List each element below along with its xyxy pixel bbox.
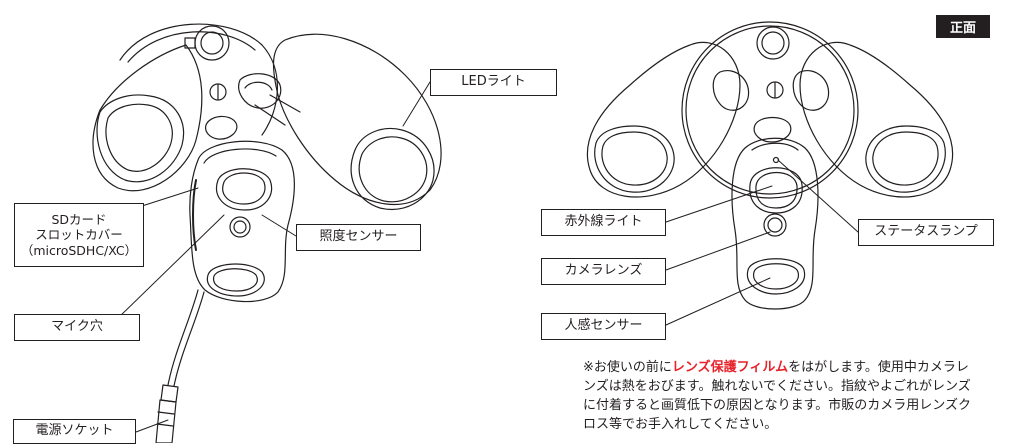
ir-light-label: 赤外線ライト: [541, 209, 666, 236]
note-line-2: ンズは熱をおびます。触れないでください。指紋やよごれがレンズ: [583, 379, 971, 394]
sd-card-cover-label: SDカード スロットカバー （microSDHC/XC）: [14, 203, 144, 267]
light-sensor-label: 照度センサー: [296, 224, 421, 251]
status-lamp-label: ステータスランプ: [858, 219, 994, 246]
mic-hole-label: マイク穴: [14, 314, 140, 341]
power-socket-label: 電源ソケット: [13, 419, 136, 444]
motion-sensor-label: 人感センサー: [541, 313, 666, 340]
note-line-4: ロス等でお手入れしてください。: [583, 417, 778, 432]
sd-label-line3: （microSDHC/XC）: [20, 242, 138, 258]
note-line-3: に付着すると画質低下の原因となります。市販のカメラ用レンズク: [583, 398, 972, 413]
camera-front-view: [586, 21, 954, 310]
leader-lines: [115, 81, 859, 433]
sd-label-line2: スロットカバー: [35, 227, 123, 243]
note-emphasis: レンズ保護フィルム: [671, 360, 789, 375]
note-prefix: ※お使いの前に: [583, 360, 672, 375]
camera-angled-view: [92, 23, 442, 443]
note-line1-rest: をはがします。使用中カメラレ: [788, 360, 969, 375]
usage-note: ※お使いの前にレンズ保護フィルムをはがします。使用中カメラレ ンズは熱をおびます…: [583, 358, 993, 434]
note-line-1: ※お使いの前にレンズ保護フィルムをはがします。使用中カメラレ: [583, 358, 993, 377]
led-light-label: LEDライト: [430, 69, 557, 96]
front-view-badge: 正面: [936, 15, 990, 38]
sd-label-line1: SDカード: [51, 211, 107, 227]
camera-lens-label: カメラレンズ: [541, 258, 666, 285]
